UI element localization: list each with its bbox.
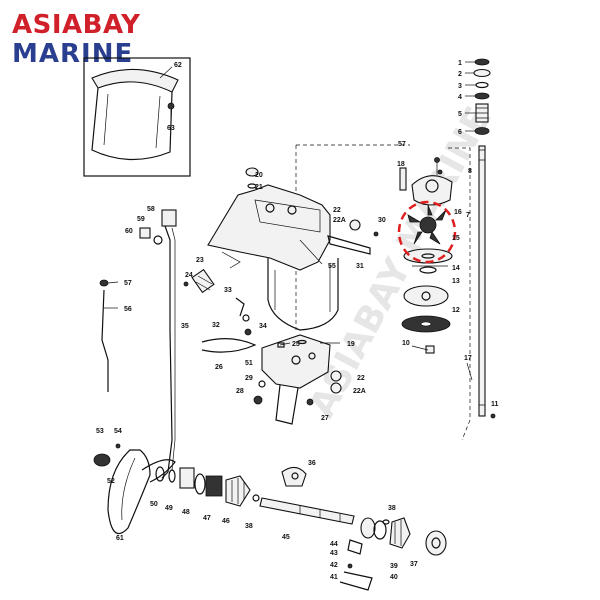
callout-63: 63 (167, 125, 175, 132)
callout-22-upper: 22 (333, 207, 341, 214)
callout-47: 47 (203, 515, 211, 522)
callout-31: 31 (356, 263, 364, 270)
callout-16: 16 (454, 209, 462, 216)
callout-labels: 1 2 3 4 5 6 7 8 10 11 12 13 14 15 16 17 … (96, 60, 499, 581)
shift-linkage (139, 209, 177, 479)
callout-1: 1 (458, 60, 462, 67)
callout-38-right: 38 (388, 505, 396, 512)
callout-43: 43 (330, 550, 338, 557)
brand-logo: ASIABAY MARINE (12, 10, 141, 69)
callout-38-left: 38 (245, 523, 253, 530)
callout-10: 10 (402, 340, 410, 347)
callout-48: 48 (182, 509, 190, 516)
callout-56: 56 (124, 306, 132, 313)
highlight-circle (397, 200, 457, 264)
misc-small-parts (183, 167, 496, 419)
callout-55: 55 (328, 263, 336, 270)
callout-17: 17 (464, 355, 472, 362)
leader-lines (104, 61, 476, 351)
callout-60: 60 (125, 228, 133, 235)
propeller-shaft-assembly (155, 466, 447, 591)
callout-14: 14 (452, 265, 460, 272)
callout-22-lower: 22 (357, 375, 365, 382)
callout-29: 29 (245, 375, 253, 382)
retainer-clip (201, 338, 257, 353)
callout-37: 37 (410, 561, 418, 568)
callout-3: 3 (458, 83, 462, 90)
callout-49: 49 (165, 505, 173, 512)
exhaust-housing (207, 184, 339, 331)
callout-7: 7 (466, 212, 470, 219)
inset-box (83, 57, 191, 177)
callout-34: 34 (259, 323, 267, 330)
callout-36: 36 (308, 460, 316, 467)
callout-23: 23 (196, 257, 204, 264)
callout-4: 4 (458, 94, 462, 101)
callout-46: 46 (222, 518, 230, 525)
brand-line-1: ASIABAY (12, 10, 141, 40)
callout-40: 40 (390, 574, 398, 581)
callout-22A-lower: 22A (353, 388, 366, 395)
callout-13: 13 (452, 278, 460, 285)
callout-57-left: 57 (124, 280, 132, 287)
drive-shaft (478, 145, 486, 417)
callout-8: 8 (468, 168, 472, 175)
callout-62: 62 (174, 62, 182, 69)
callout-41: 41 (330, 574, 338, 581)
water-tube (99, 279, 109, 392)
callout-57-right: 57 (398, 141, 406, 148)
callout-61: 61 (116, 535, 124, 542)
callout-11: 11 (491, 401, 499, 408)
callout-54: 54 (114, 428, 122, 435)
callout-32: 32 (212, 322, 220, 329)
brand-line-2: MARINE (12, 39, 133, 69)
callout-5: 5 (458, 111, 462, 118)
gearcase-housing (261, 334, 331, 425)
callout-30: 30 (378, 217, 386, 224)
callout-58: 58 (147, 206, 155, 213)
callout-19: 19 (347, 341, 355, 348)
propeller (93, 443, 176, 535)
callout-12: 12 (452, 307, 460, 314)
callout-33: 33 (224, 287, 232, 294)
callout-2: 2 (458, 71, 462, 78)
callout-42: 42 (330, 562, 338, 569)
callout-22A-upper: 22A (333, 217, 346, 224)
callout-21: 21 (255, 184, 263, 191)
callout-24: 24 (185, 272, 193, 279)
callout-35: 35 (181, 323, 189, 330)
callout-59: 59 (137, 216, 145, 223)
callout-50: 50 (150, 501, 158, 508)
callout-39: 39 (390, 563, 398, 570)
callout-25: 25 (292, 341, 300, 348)
water-pump-assembly (397, 157, 457, 354)
callout-52: 52 (107, 478, 115, 485)
callout-20: 20 (255, 172, 263, 179)
callout-28: 28 (236, 388, 244, 395)
impeller (407, 204, 447, 245)
callout-44: 44 (330, 541, 338, 548)
callout-15: 15 (452, 235, 460, 242)
callout-51: 51 (245, 360, 253, 367)
callout-27: 27 (321, 415, 329, 422)
callout-18: 18 (397, 161, 405, 168)
callout-45: 45 (282, 534, 290, 541)
callout-26: 26 (215, 364, 223, 371)
callout-53: 53 (96, 428, 104, 435)
callout-6: 6 (458, 129, 462, 136)
